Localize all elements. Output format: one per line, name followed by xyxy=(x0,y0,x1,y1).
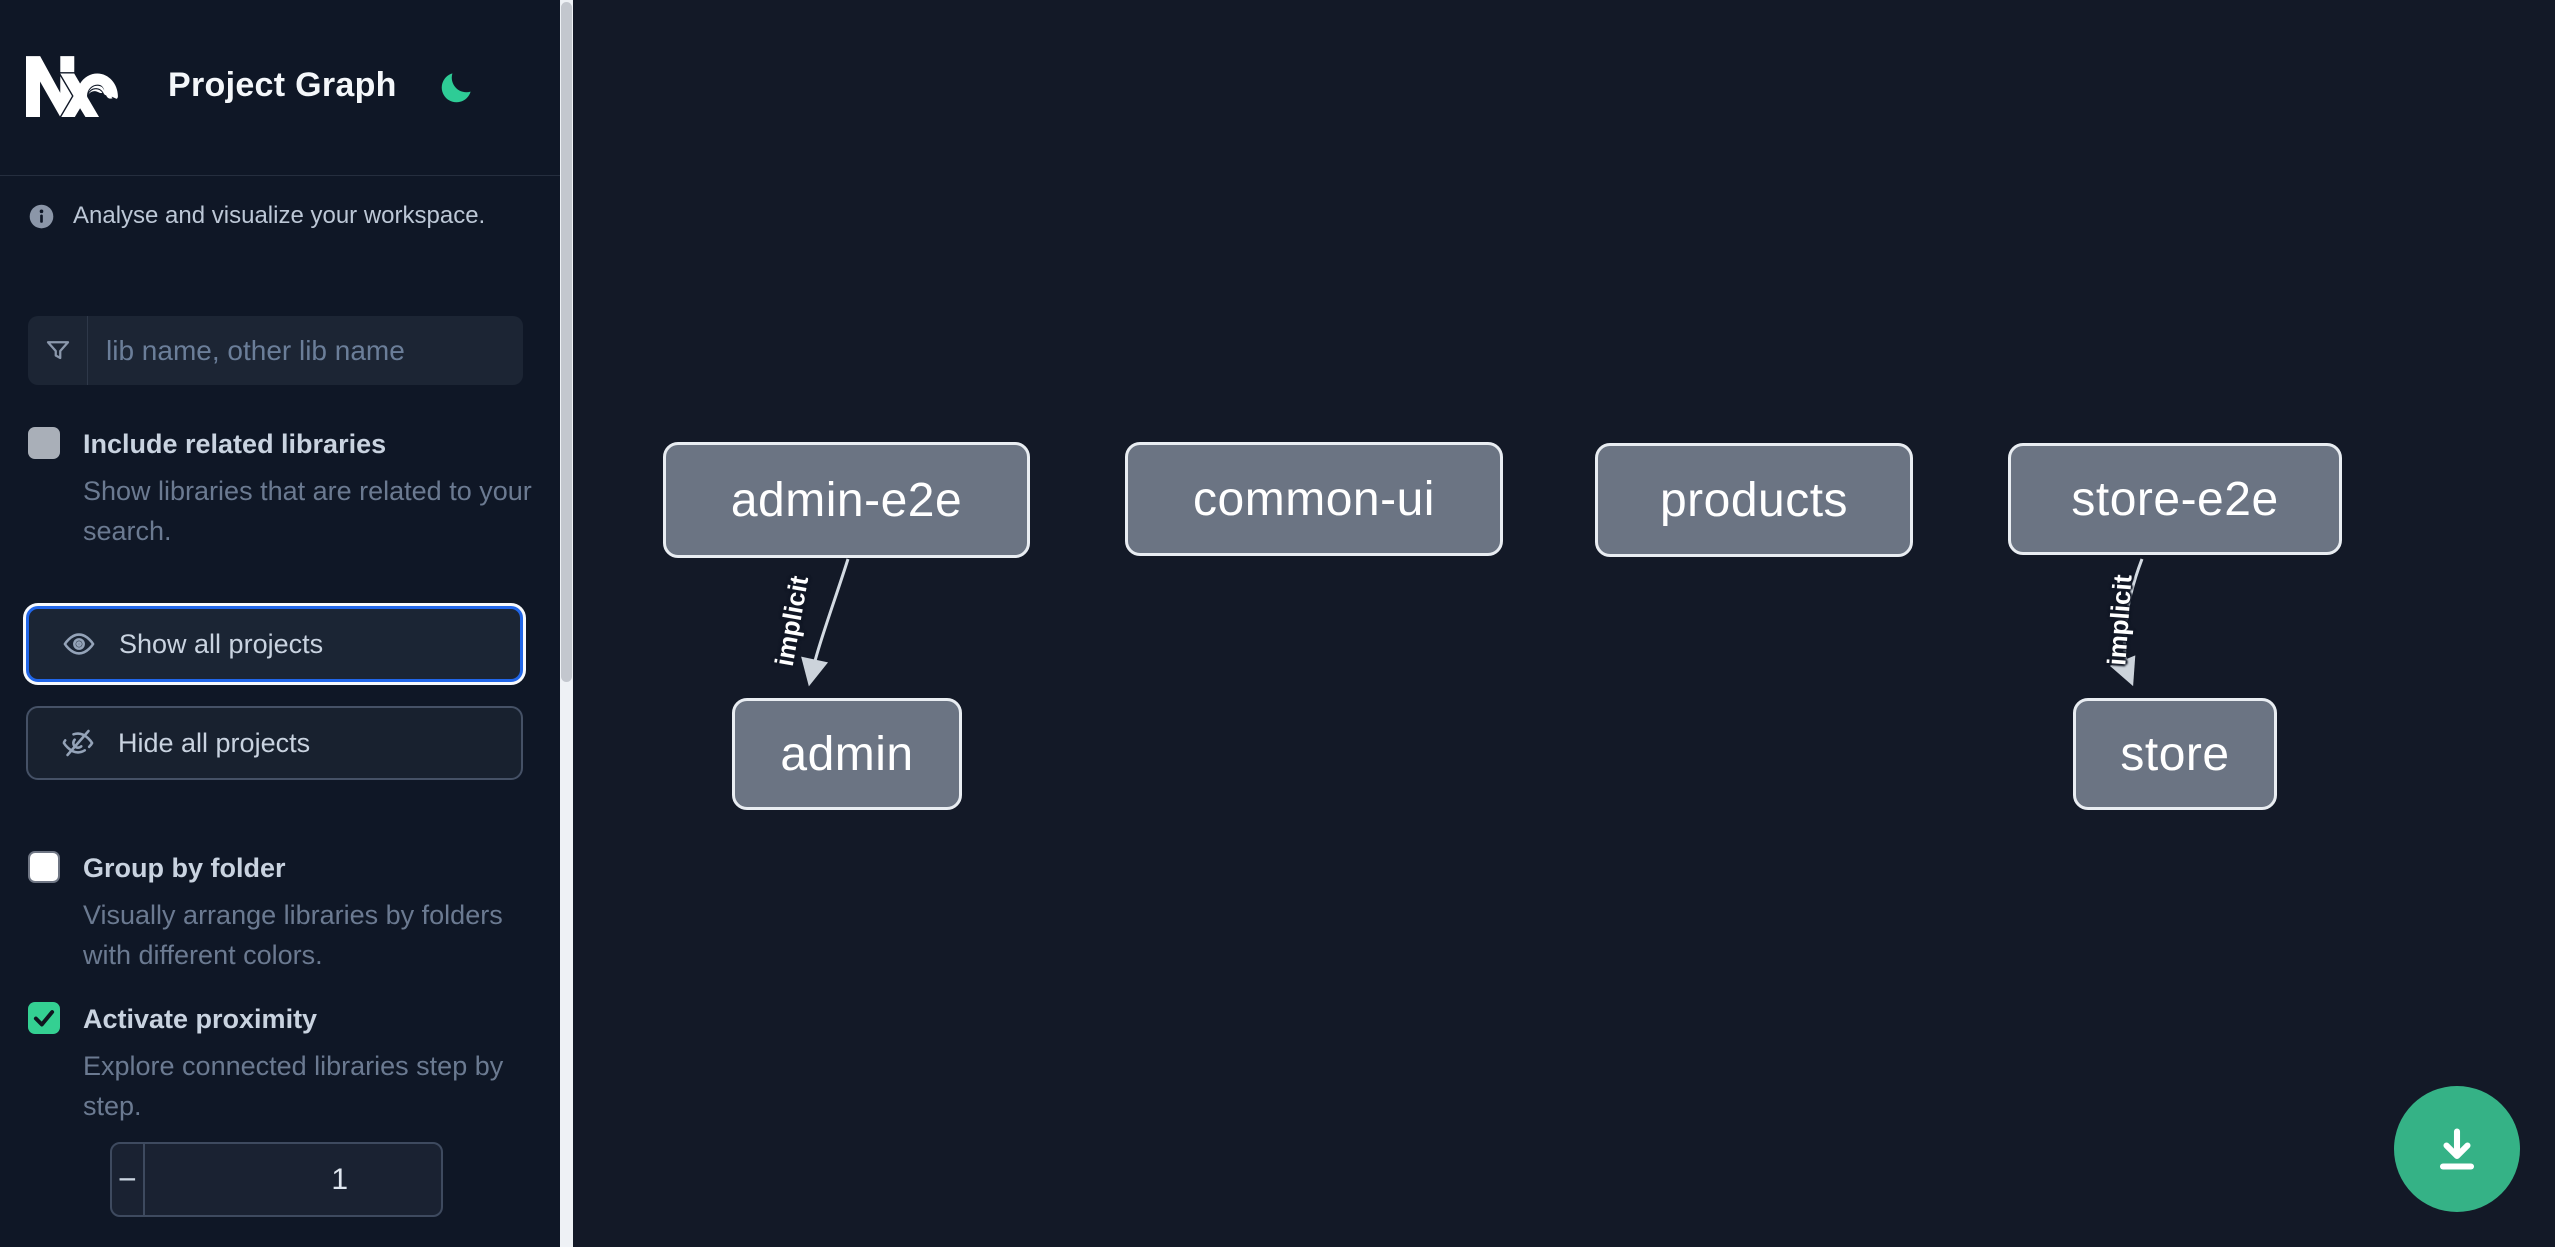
checkbox-activate-proximity[interactable] xyxy=(28,1002,60,1034)
theme-toggle-button[interactable] xyxy=(438,68,476,106)
graph-edges xyxy=(801,558,2144,687)
button-label: Show all projects xyxy=(119,628,324,659)
toggle-description: Explore connected libraries step by step… xyxy=(83,1051,504,1121)
search-filter xyxy=(28,316,523,385)
checkbox-include-related[interactable] xyxy=(28,427,60,459)
graph-node-store[interactable]: store xyxy=(2073,698,2277,810)
graph-node-store-e2e[interactable]: store-e2e xyxy=(2008,443,2342,555)
edge-label-implicit: implicit xyxy=(2101,573,2138,667)
graph-node-products[interactable]: products xyxy=(1595,443,1913,557)
sidebar-scrollbar-thumb[interactable] xyxy=(561,2,572,682)
eye-off-icon xyxy=(62,729,94,757)
node-label: store xyxy=(2120,727,2230,781)
node-label: store-e2e xyxy=(2071,472,2279,526)
toggle-include-related-libraries[interactable]: Include related libraries Show libraries… xyxy=(28,427,532,551)
proximity-depth-stepper: − + xyxy=(110,1142,443,1217)
search-input[interactable] xyxy=(88,316,523,385)
info-text: Analyse and visualize your workspace. xyxy=(73,202,486,229)
sidebar: Project Graph Analyse and visualize your… xyxy=(0,0,560,1247)
edge-store-e2e-to-store xyxy=(2109,558,2144,687)
graph-canvas[interactable]: implicit implicit admin-e2e common-ui pr… xyxy=(573,0,2555,1247)
graph-node-common-ui[interactable]: common-ui xyxy=(1125,442,1503,556)
download-icon xyxy=(2439,1128,2475,1170)
info-icon xyxy=(29,204,54,228)
node-label: products xyxy=(1659,473,1849,527)
show-all-projects-button[interactable]: Show all projects xyxy=(26,606,523,682)
toggle-activate-proximity[interactable]: Activate proximity Explore connected lib… xyxy=(28,1002,528,1126)
toggle-description: Show libraries that are related to your … xyxy=(83,476,532,546)
graph-node-admin-e2e[interactable]: admin-e2e xyxy=(663,442,1030,558)
stepper-value-input[interactable] xyxy=(144,1144,441,1215)
graph-node-admin[interactable]: admin xyxy=(732,698,962,810)
info-row: Analyse and visualize your workspace. xyxy=(28,202,485,230)
stepper-decrement-button[interactable]: − xyxy=(112,1144,145,1215)
toggle-label: Activate proximity xyxy=(83,1004,318,1034)
moon-icon xyxy=(441,73,471,103)
toggle-group-by-folder[interactable]: Group by folder Visually arrange librari… xyxy=(28,851,528,975)
check-icon xyxy=(33,1010,55,1027)
download-graph-button[interactable] xyxy=(2394,1086,2520,1212)
sidebar-scrollbar-track[interactable] xyxy=(560,0,573,1247)
eye-icon xyxy=(63,633,95,655)
toggle-label: Include related libraries xyxy=(83,429,387,459)
node-label: admin xyxy=(780,727,914,781)
page-title: Project Graph xyxy=(168,66,397,104)
nx-logo-icon xyxy=(26,56,118,117)
toggle-label: Group by folder xyxy=(83,853,286,883)
node-label: admin-e2e xyxy=(730,473,963,527)
button-label: Hide all projects xyxy=(118,727,311,758)
node-label: common-ui xyxy=(1193,472,1435,526)
checkbox-group-by-folder[interactable] xyxy=(28,851,60,883)
edge-admin-e2e-to-admin xyxy=(801,558,850,687)
sidebar-header: Project Graph xyxy=(0,0,560,176)
toggle-description: Visually arrange libraries by folders wi… xyxy=(83,900,503,970)
filter-funnel-icon xyxy=(28,316,88,385)
hide-all-projects-button[interactable]: Hide all projects xyxy=(26,706,523,780)
